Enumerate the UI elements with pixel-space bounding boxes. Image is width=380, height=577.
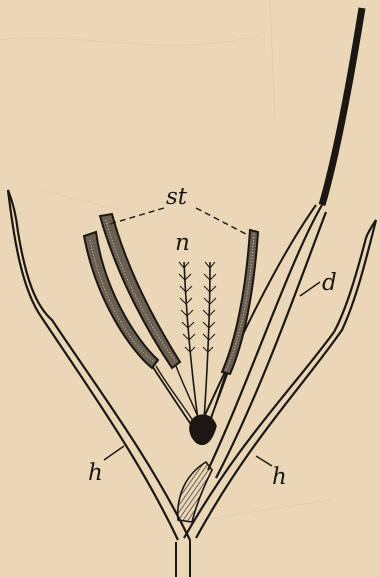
stigmas bbox=[179, 262, 216, 420]
stalk bbox=[176, 540, 190, 577]
label-stamens: st bbox=[166, 184, 188, 210]
anther-group bbox=[84, 214, 258, 374]
glume-left bbox=[8, 190, 190, 540]
anther-right bbox=[222, 230, 258, 374]
label-stigmas: n bbox=[175, 230, 190, 256]
label-awn: d bbox=[322, 270, 337, 296]
label-glume-left: h bbox=[88, 460, 103, 486]
label-glume-right: h bbox=[272, 464, 287, 490]
awn-lemma bbox=[198, 8, 362, 478]
glume-right bbox=[184, 220, 376, 538]
ovary bbox=[178, 415, 216, 522]
